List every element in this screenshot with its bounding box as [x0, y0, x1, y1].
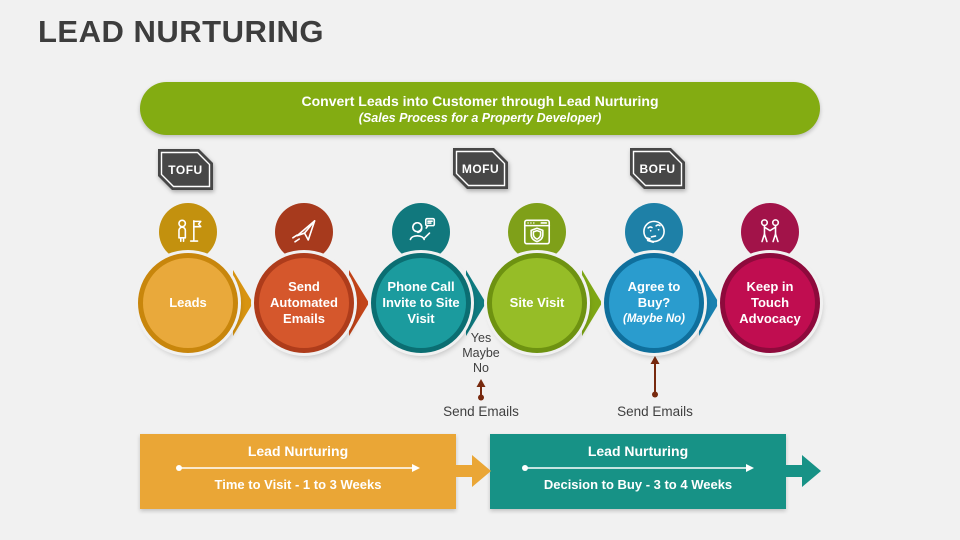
funnel-tag-tofu: TOFU: [158, 149, 213, 190]
step-circle: Leads: [138, 253, 238, 353]
send-emails-label: Send Emails: [617, 404, 693, 419]
step-label: Site Visit: [509, 295, 565, 310]
step-label: Agree to Buy?: [627, 279, 681, 310]
timeline-lead-nurturing-1: Lead Nurturing Time to Visit - 1 to 3 We…: [140, 434, 456, 509]
step-circle: Site Visit: [487, 253, 587, 353]
step-label: Phone Call Invite to Site Visit: [382, 279, 460, 326]
step-icon-badge: [159, 203, 217, 261]
send-emails-arrow: [650, 356, 660, 398]
step-send-automated-emails: Send Automated Emails: [254, 203, 369, 353]
browser-shield-icon: [523, 219, 551, 245]
send-emails-arrow: [476, 379, 486, 401]
decision-option: No: [473, 361, 489, 375]
tag-shape-icon: [630, 148, 685, 189]
step-icon-badge: [508, 203, 566, 261]
thinking-face-icon: [643, 220, 665, 243]
timeline-next-arrow-icon: [786, 455, 821, 487]
tag-shape-icon: [453, 148, 508, 189]
step-icon-badge: [625, 203, 683, 261]
tag-shape-icon: [158, 149, 213, 190]
timeline-title: Lead Nurturing: [247, 443, 349, 459]
step-site-visit: Site Visit: [487, 203, 602, 353]
step-keep-in-touch: Keep in Touch Advocacy: [720, 203, 820, 353]
header-banner-line2: (Sales Process for a Property Developer): [358, 110, 602, 125]
send-emails-label: Send Emails: [443, 404, 519, 419]
decision-option: Yes: [470, 331, 492, 345]
step-agree-to-buy: Agree to Buy? (Maybe No): [604, 203, 719, 353]
timeline-lead-nurturing-2: Lead Nurturing Decision to Buy - 3 to 4 …: [490, 434, 786, 509]
step-sublabel: (Maybe No): [623, 313, 685, 325]
step-label: Keep in Touch Advocacy: [739, 279, 801, 326]
funnel-tag-bofu: BOFU: [630, 148, 685, 189]
tag-label: MOFU: [461, 161, 500, 176]
step-circle: Send Automated Emails: [254, 253, 354, 353]
step-circle: Keep in Touch Advocacy: [720, 253, 820, 353]
step-label: Leads: [169, 295, 207, 310]
funnel-tag-mofu: MOFU: [453, 148, 508, 189]
step-circle: Agree to Buy? (Maybe No): [604, 253, 704, 353]
decision-option: Maybe: [462, 346, 500, 360]
timeline-subtitle: Time to Visit - 1 to 3 Weeks: [214, 477, 382, 492]
handshake-icon: [760, 219, 780, 243]
step-icon-badge: [392, 203, 450, 261]
timeline-subtitle: Decision to Buy - 3 to 4 Weeks: [543, 477, 733, 492]
tag-label: BOFU: [639, 161, 676, 176]
tag-label: TOFU: [168, 162, 203, 177]
header-banner-line1: Convert Leads into Customer through Lead…: [301, 92, 659, 109]
step-circle: Phone Call Invite to Site Visit: [371, 253, 471, 353]
header-banner: Convert Leads into Customer through Lead…: [140, 82, 820, 135]
paper-plane-icon: [292, 220, 316, 243]
decision-options: Yes Maybe No: [441, 331, 521, 376]
support-agent-icon: [409, 217, 436, 241]
timeline-next-arrow-icon: [456, 455, 491, 487]
timeline-span-arrow-icon: [176, 464, 420, 472]
step-icon-badge: [275, 203, 333, 261]
step-label: Send Automated Emails: [270, 279, 338, 326]
timeline-title: Lead Nurturing: [587, 443, 689, 459]
step-icon-badge: [741, 203, 799, 261]
step-leads: Leads: [138, 203, 253, 353]
step-phone-call-invite: Phone Call Invite to Site Visit: [371, 203, 486, 353]
person-flag-icon: [178, 219, 202, 243]
timeline-span-arrow-icon: [522, 464, 754, 472]
page-title: LEAD NURTURING: [38, 14, 324, 49]
